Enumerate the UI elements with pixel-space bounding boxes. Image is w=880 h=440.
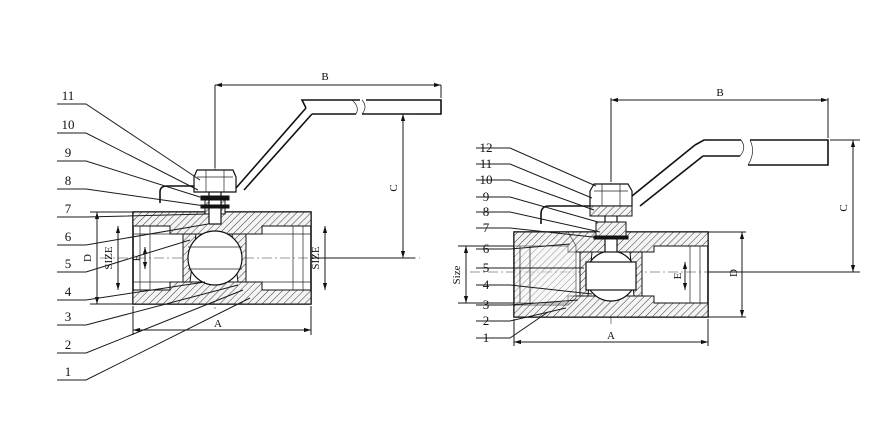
right-part-2: 2	[483, 313, 490, 328]
left-part-2: 2	[65, 337, 72, 352]
right-part-7: 7	[483, 220, 490, 235]
left-handle-arm-b	[243, 113, 313, 191]
right-part-6: 6	[483, 241, 490, 256]
left-part-7: 7	[65, 201, 72, 216]
left-part-1: 1	[65, 364, 72, 379]
right-ball-bore	[585, 261, 637, 291]
left-part-4: 4	[65, 284, 72, 299]
right-part-9: 9	[483, 189, 490, 204]
left-dim-c-label: C	[388, 184, 400, 191]
left-nut	[193, 169, 237, 193]
left-handle-grip	[362, 99, 442, 115]
left-part-11: 11	[62, 88, 75, 103]
right-leaders	[476, 147, 603, 339]
right-part-8: 8	[483, 204, 490, 219]
right-part-10: 10	[480, 172, 493, 187]
left-dim-b-label: B	[321, 71, 328, 83]
left-dim-a-label: A	[214, 318, 222, 330]
left-dim-d-label: D	[82, 254, 94, 262]
left-part-9: 9	[65, 145, 72, 160]
right-part-3: 3	[483, 297, 490, 312]
left-part-5: 5	[65, 256, 72, 271]
right-packing	[595, 221, 627, 237]
right-handle-stop	[540, 205, 590, 224]
left-handle-stop	[159, 185, 194, 203]
left-body-bottom-wall	[132, 281, 312, 305]
right-handle-arm-b	[639, 155, 704, 207]
left-part-8: 8	[65, 173, 72, 188]
left-leaders	[57, 103, 251, 381]
right-dim-d-label: D	[728, 269, 740, 277]
right-dim-e-label: E	[672, 272, 684, 279]
right-valve-view: B C A D Size E	[451, 87, 860, 346]
right-part-4: 4	[483, 277, 490, 292]
left-washer	[200, 195, 230, 201]
right-dim-size-label: Size	[451, 265, 463, 284]
left-washer-2	[200, 204, 230, 209]
left-dim-e-label: E	[131, 254, 143, 261]
left-valve-view: B C A D SIZE E SIZE	[57, 71, 442, 381]
right-part-5: 5	[483, 260, 490, 275]
left-dim-size-right-label: SIZE	[310, 246, 322, 270]
left-handle-top	[300, 99, 360, 109]
left-handle-break	[351, 99, 358, 115]
right-dim-c-label: C	[838, 204, 850, 211]
right-nut	[589, 183, 633, 207]
left-part-6: 6	[65, 229, 72, 244]
right-dim-a-label: A	[607, 330, 615, 342]
left-handle-arm-a	[235, 107, 307, 189]
left-part-3: 3	[65, 309, 72, 324]
right-part-11: 11	[480, 156, 493, 171]
right-handle-grip	[748, 139, 829, 166]
right-part-12: 12	[480, 140, 493, 155]
left-part-10: 10	[62, 117, 75, 132]
right-part-1: 1	[483, 330, 490, 345]
right-handle-arm-a	[631, 144, 696, 197]
right-washer-plate	[589, 205, 633, 217]
right-handle-top	[694, 139, 741, 146]
left-ball	[187, 230, 243, 286]
right-dim-b-label: B	[716, 87, 723, 99]
